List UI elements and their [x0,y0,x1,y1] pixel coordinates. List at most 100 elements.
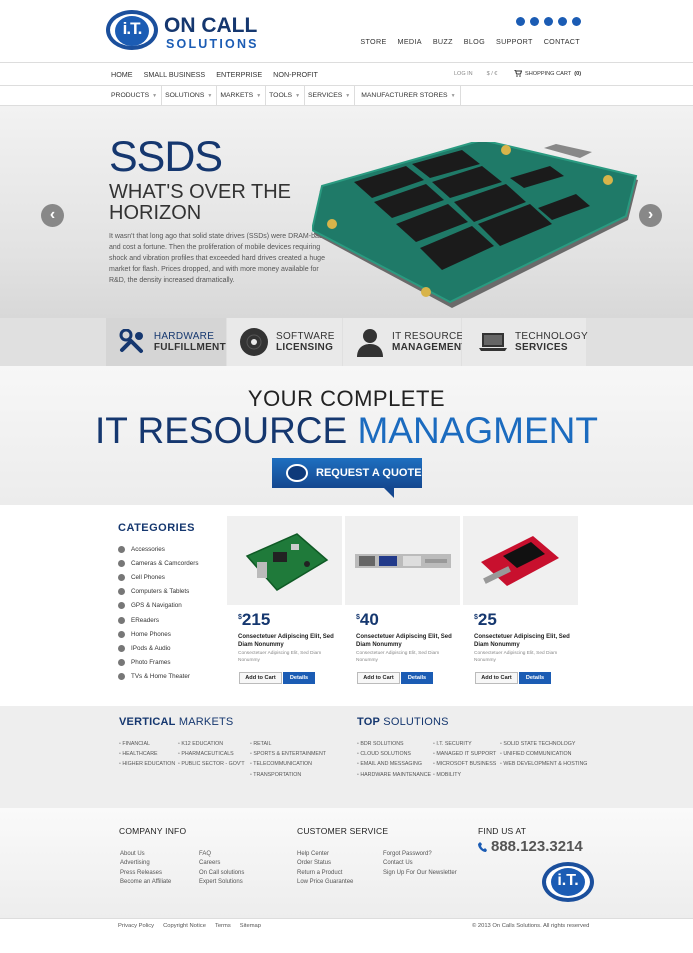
market-link[interactable]: K12 EDUCATION [178,739,245,749]
product-name[interactable]: Consectetuer Adipiscing Elit, Sed Diam N… [356,634,452,648]
dribbble-icon[interactable] [572,17,581,26]
nav-solutions[interactable]: SOLUTIONS▼ [162,86,218,105]
solution-link[interactable]: CLOUD SOLUTIONS [357,749,431,759]
solution-link[interactable]: MICROSOFT BUSINESS [433,759,496,769]
facebook-icon[interactable] [516,17,525,26]
nav-tools[interactable]: TOOLS▼ [266,86,306,105]
category-item[interactable]: Photo Frames [118,656,199,670]
solution-link[interactable]: I.T. SECURITY [433,739,496,749]
solution-link[interactable]: SOLID STATE TECHNOLOGY [500,739,587,749]
market-link[interactable]: HEALTHCARE [119,749,175,759]
top-nav-blog[interactable]: BLOG [463,37,485,46]
privacy-policy-link[interactable]: Privacy Policy [118,923,155,929]
solution-link[interactable]: BDR SOLUTIONS [357,739,431,749]
hero-subtitle-line2: HORIZON [109,202,202,224]
market-link[interactable]: SPORTS & ENTERTAINMENT [250,749,326,759]
category-item[interactable]: Cameras & Camcorders [118,556,199,570]
category-item[interactable]: Cell Phones [118,570,199,584]
add-to-cart-button[interactable]: Add to Cart [357,672,400,684]
nav-services[interactable]: SERVICES▼ [305,86,356,105]
solution-link[interactable]: HARDWARE MAINTENANCE [357,770,431,780]
market-link[interactable]: TELECOMMUNICATION [250,759,326,769]
nav-small-business[interactable]: SMALL BUSINESS [143,70,206,79]
category-item[interactable]: IPods & Audio [118,641,199,655]
footer-link[interactable]: Forgot Password? [383,851,432,857]
market-link[interactable]: TRANSPORTATION [250,770,326,780]
twitter-icon[interactable] [530,17,539,26]
footer-link[interactable]: Careers [199,860,221,867]
top-nav-buzz[interactable]: BUZZ [432,37,453,46]
footer-link[interactable]: Press Releases [120,869,163,876]
footer-link[interactable]: Become an Affiliate [120,878,172,885]
nav-home[interactable]: HOME [111,70,133,79]
footer-link[interactable]: Sign Up For Our Newsletter [383,869,457,876]
market-link[interactable]: PHARMACEUTICALS [178,749,245,759]
add-to-cart-button[interactable]: Add to Cart [239,672,282,684]
nav-enterprise[interactable]: ENTERPRISE [216,70,263,79]
details-button[interactable]: Details [519,672,551,684]
footer-link[interactable]: About Us [120,851,145,857]
solution-link[interactable]: UNIFIED COMMUNICATION [500,749,587,759]
site-logo[interactable]: i.T. ON CALL SOLUTIONS [106,7,271,53]
nav-manufacturer-stores[interactable]: MANUFACTURER STORES▼ [355,86,461,105]
category-item[interactable]: TVs & Home Theater [118,670,199,684]
category-item[interactable]: Accessories [118,542,199,556]
category-item[interactable]: EReaders [118,613,199,627]
product-image[interactable] [463,516,578,605]
solution-link[interactable]: WEB DEVELOPMENT & HOSTING [500,759,587,769]
category-item[interactable]: GPS & Navigation [118,599,199,613]
slider-next-arrow[interactable]: › [639,204,662,227]
footer-link[interactable]: On Call solutions [199,869,245,876]
solution-link[interactable]: EMAIL AND MESSAGING [357,759,431,769]
google-plus-icon[interactable] [544,17,553,26]
nav-markets[interactable]: MARKETS▼ [217,86,267,105]
details-button[interactable]: Details [283,672,315,684]
footer-link[interactable]: Expert Solutions [199,878,243,885]
category-item[interactable]: Home Phones [118,627,199,641]
market-link[interactable]: RETAIL [250,739,326,749]
top-nav-store[interactable]: STORE [360,37,387,46]
details-button[interactable]: Details [401,672,433,684]
solution-link[interactable]: MANAGED IT SUPPORT [433,749,496,759]
sitemap-link[interactable]: Sitemap [239,923,261,929]
tab-label-line2: SERVICES [515,342,568,353]
pinterest-icon[interactable] [558,17,567,26]
footer-link[interactable]: Advertising [120,860,150,867]
phone-number[interactable]: 888.123.3214 [478,838,583,855]
title-bold: TOP [357,716,381,728]
top-nav-media[interactable]: MEDIA [397,37,422,46]
currency-switch[interactable]: $ / € [486,71,498,77]
top-nav-contact[interactable]: CONTACT [543,37,580,46]
solution-link[interactable]: MOBILITY [433,770,496,780]
footer-link[interactable]: FAQ [199,851,212,857]
copyright-notice-link[interactable]: Copyright Notice [163,923,206,929]
add-to-cart-button[interactable]: Add to Cart [475,672,518,684]
product-image[interactable] [227,516,342,605]
product-image[interactable] [345,516,460,605]
product-price: $215 [238,610,270,630]
nav-products[interactable]: PRODUCTS▼ [109,86,163,105]
footer-link[interactable]: Order Status [297,860,332,867]
footer-link[interactable]: Help Center [297,851,330,857]
product-name[interactable]: Consectetuer Adipiscing Elit, Sed Diam N… [474,634,570,648]
shopping-cart[interactable]: SHOPPING CART (0) [514,70,581,77]
terms-link[interactable]: Terms [214,923,231,929]
footer-link[interactable]: Low Price Guarantee [297,878,354,885]
footer-link[interactable]: Contact Us [383,860,413,867]
login-link[interactable]: LOG IN [454,71,473,77]
top-nav-support[interactable]: SUPPORT [495,37,533,46]
market-link[interactable]: HIGHER EDUCATION [119,759,175,769]
categories-list: Accessories Cameras & Camcorders Cell Ph… [118,542,199,684]
market-link[interactable]: FINANCIAL [119,739,175,749]
request-quote-button[interactable]: REQUEST A QUOTE [272,458,422,488]
product-name[interactable]: Consectetuer Adipiscing Elit, Sed Diam N… [238,634,334,648]
nav-non-profit[interactable]: NON-PROFIT [273,70,318,79]
market-link[interactable]: PUBLIC SECTOR - GOV'T [178,759,244,769]
category-item[interactable]: Computers & Tablets [118,585,199,599]
footer-link[interactable]: Return a Product [297,869,343,876]
slider-prev-arrow[interactable]: ‹ [41,204,64,227]
